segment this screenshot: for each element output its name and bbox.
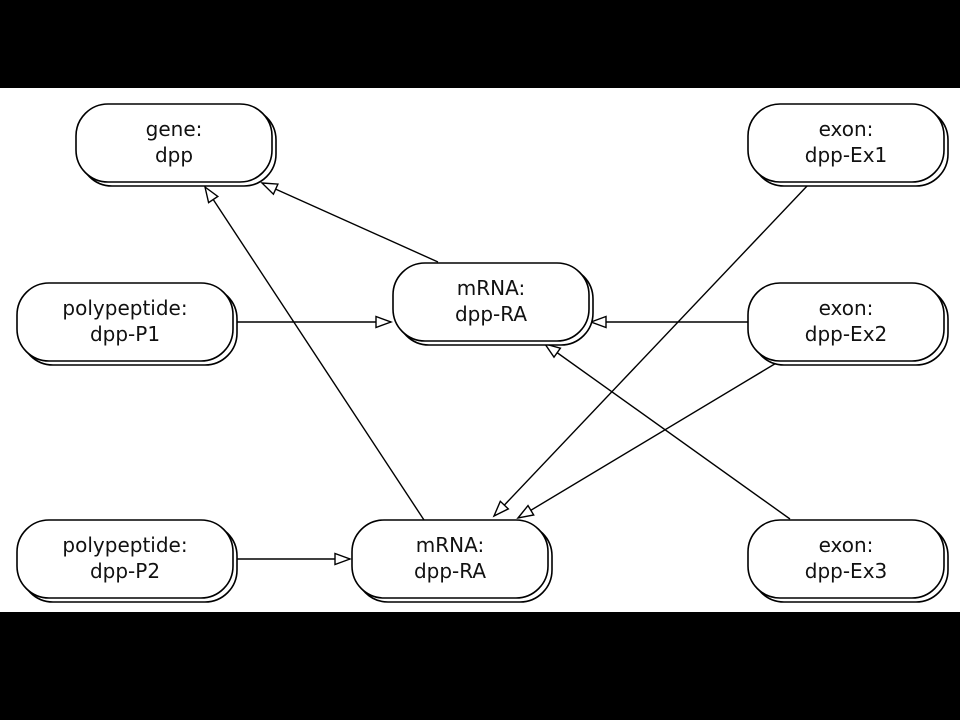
node-polypeptide-dpp-p2[interactable]: polypeptide: dpp-P2 bbox=[16, 519, 238, 603]
edge-mrna_bottom-to-gene_dpp bbox=[204, 186, 425, 521]
node-mrna-bottom-type: mRNA: bbox=[416, 533, 484, 557]
node-gene-dpp-name: dpp bbox=[155, 143, 193, 167]
relationship-diagram: gene: dpp exon: dpp-Ex1 mRNA: dpp-RA pol… bbox=[16, 103, 949, 603]
edge-exon_ex2-to-mrna_bottom bbox=[517, 361, 779, 519]
node-mrna-dpp-ra-top[interactable]: mRNA: dpp-RA bbox=[392, 262, 594, 346]
node-exon-dpp-ex1-name: dpp-Ex1 bbox=[805, 143, 888, 167]
node-gene-dpp-type: gene: bbox=[146, 117, 203, 141]
node-polypeptide-dpp-p1[interactable]: polypeptide: dpp-P1 bbox=[16, 282, 238, 366]
node-poly-p2-type: polypeptide: bbox=[62, 533, 187, 557]
node-exon-dpp-ex3-type: exon: bbox=[819, 533, 874, 557]
node-exon-dpp-ex2[interactable]: exon: dpp-Ex2 bbox=[747, 282, 949, 366]
node-mrna-top-name: dpp-RA bbox=[455, 302, 527, 326]
node-exon-dpp-ex3[interactable]: exon: dpp-Ex3 bbox=[747, 519, 949, 603]
node-mrna-bottom-name: dpp-RA bbox=[414, 559, 486, 583]
node-exon-dpp-ex2-name: dpp-Ex2 bbox=[805, 322, 888, 346]
node-poly-p1-name: dpp-P1 bbox=[90, 322, 160, 346]
edge-exon_ex3-to-mrna_top bbox=[544, 343, 791, 520]
node-exon-dpp-ex3-name: dpp-Ex3 bbox=[805, 559, 888, 583]
edge-mrna_top-to-gene_dpp bbox=[261, 182, 439, 263]
arrowhead-exon_ex2-to-mrna_top bbox=[588, 315, 607, 329]
arrowhead-mrna_top-to-gene_dpp bbox=[260, 182, 279, 196]
node-mrna-dpp-ra-bottom[interactable]: mRNA: dpp-RA bbox=[351, 519, 553, 603]
node-exon-dpp-ex1-type: exon: bbox=[819, 117, 874, 141]
arrowhead-exon_ex3-to-mrna_top bbox=[543, 342, 562, 359]
node-exon-dpp-ex2-type: exon: bbox=[819, 296, 874, 320]
arrowhead-exon_ex1-to-mrna_bottom bbox=[492, 500, 510, 518]
node-gene-dpp[interactable]: gene: dpp bbox=[75, 103, 277, 187]
arrowhead-poly_p1-to-mrna_top bbox=[375, 315, 394, 329]
node-exon-dpp-ex1[interactable]: exon: dpp-Ex1 bbox=[747, 103, 949, 187]
node-mrna-top-type: mRNA: bbox=[457, 276, 525, 300]
edge-exon_ex1-to-mrna_bottom bbox=[493, 184, 809, 517]
arrowhead-mrna_bottom-to-gene_dpp bbox=[203, 185, 220, 204]
arrowhead-exon_ex2-to-mrna_bottom bbox=[516, 504, 535, 520]
node-poly-p1-type: polypeptide: bbox=[62, 296, 187, 320]
node-poly-p2-name: dpp-P2 bbox=[90, 559, 160, 583]
diagram-canvas: gene: dpp exon: dpp-Ex1 mRNA: dpp-RA pol… bbox=[0, 88, 960, 612]
arrowhead-poly_p2-to-mrna_bottom bbox=[334, 552, 353, 566]
edges-layer bbox=[203, 182, 809, 566]
